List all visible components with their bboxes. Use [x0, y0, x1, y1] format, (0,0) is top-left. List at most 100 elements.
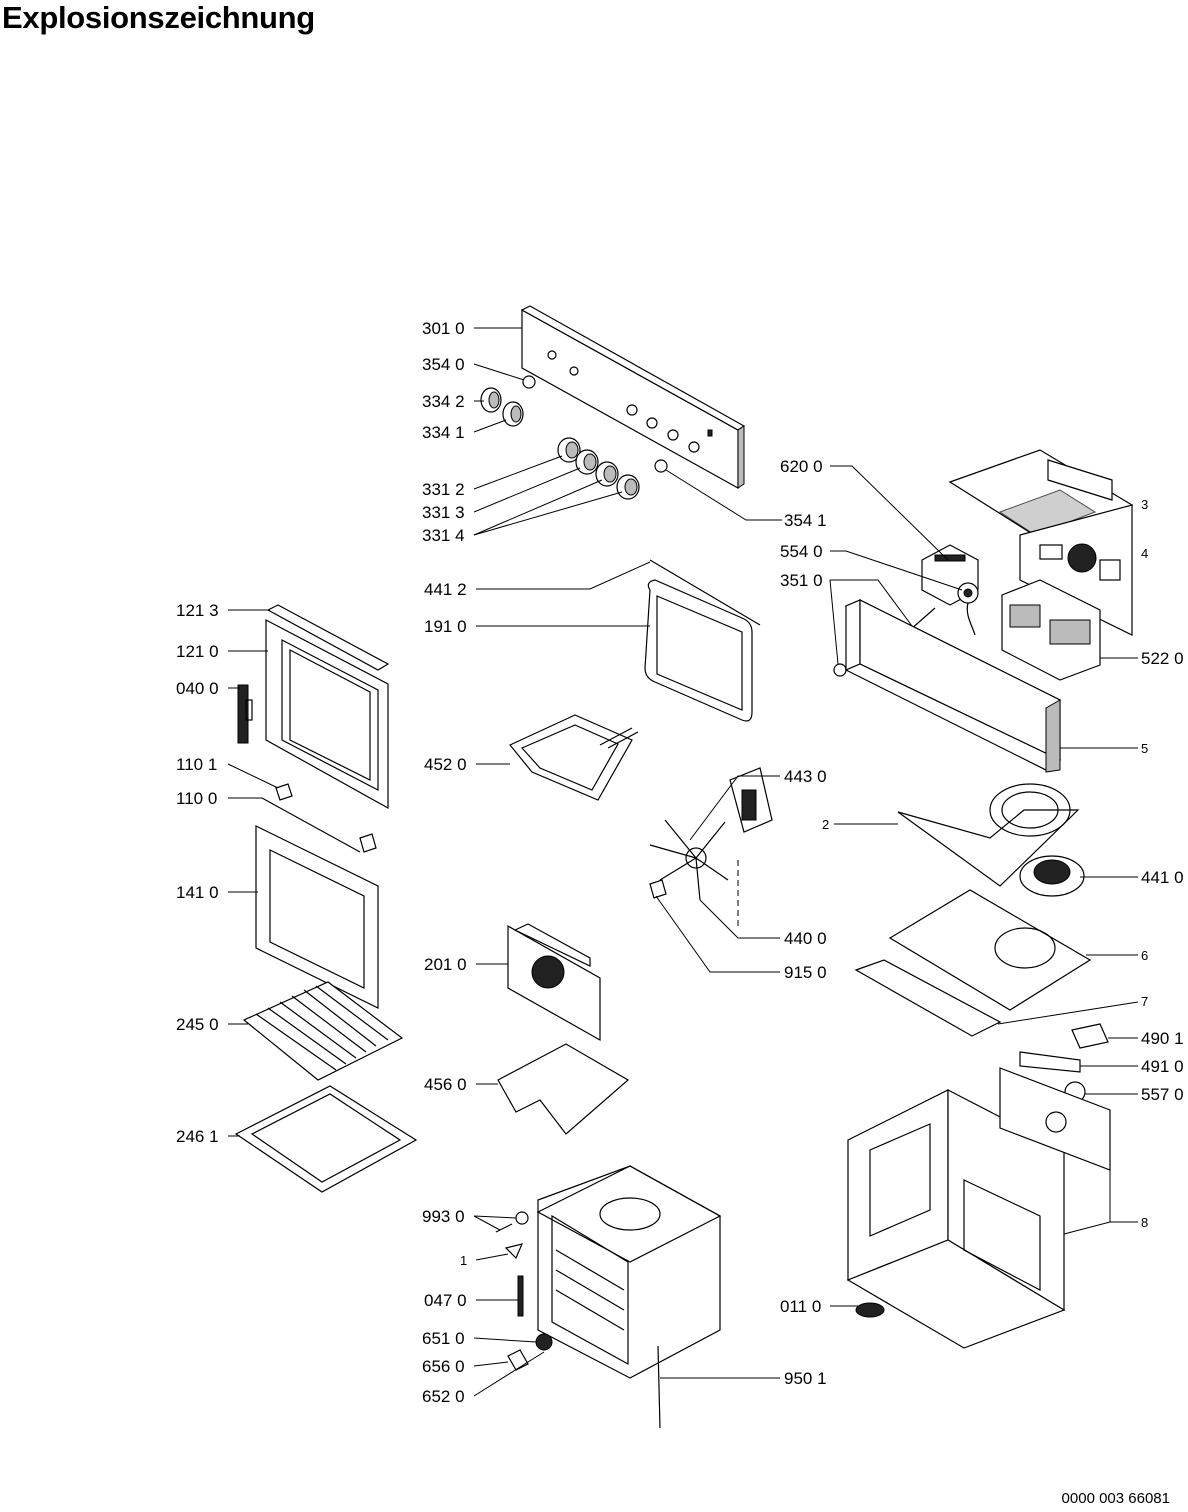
oven-cavity: [536, 1165, 722, 1379]
terminal-block-491-0: [1019, 1051, 1081, 1073]
screw-993-0: [495, 1211, 529, 1233]
leader-354-0: [473, 363, 525, 381]
leader-656-0: [473, 1361, 509, 1367]
callout-1: 1: [460, 1253, 467, 1268]
callout-8: 8: [1141, 1215, 1148, 1230]
callout-620-0: 620 0: [780, 457, 823, 476]
fan-blade-440-0: [649, 819, 729, 901]
leader-993-0b: [473, 1215, 501, 1231]
callout-331-2: 331 2: [422, 480, 465, 499]
clip-1: [504, 1243, 524, 1260]
door-handle-121-3: [266, 604, 390, 671]
callout-191-0: 191 0: [424, 617, 467, 636]
baking-tray-246-1: [234, 1085, 418, 1193]
callout-950-1: 950 1: [784, 1369, 827, 1388]
door-seal-191-0: [644, 579, 753, 722]
front-frame-5: [844, 599, 1062, 773]
callout-490-1: 490 1: [1141, 1029, 1184, 1048]
leader-331-3: [473, 467, 581, 513]
grid-shelf-245-0: [242, 981, 404, 1081]
callout-441-0: 441 0: [1141, 868, 1184, 887]
callout-334-1: 334 1: [422, 423, 465, 442]
callout-040-0: 040 0: [176, 679, 219, 698]
callout-331-4: 331 4: [422, 526, 465, 545]
hinge-040-0: [237, 684, 253, 744]
callout-651-0: 651 0: [422, 1329, 465, 1348]
callout-3: 3: [1141, 497, 1148, 512]
leader-441-2: [476, 561, 651, 590]
callout-047-0: 047 0: [424, 1291, 467, 1310]
leader-331-2: [473, 455, 563, 490]
callout-301-0: 301 0: [422, 319, 465, 338]
callout-452-0: 452 0: [424, 755, 467, 774]
callout-2: 2: [822, 817, 829, 832]
bottom-plate-7: [854, 959, 1002, 1037]
callout-331-3: 331 3: [422, 503, 465, 522]
callout-554-0: 554 0: [780, 542, 823, 561]
foot-011-0: [855, 1302, 885, 1318]
leader-620-0: [830, 465, 949, 561]
leader-334-1: [473, 419, 507, 433]
connector-490-1: [1071, 1023, 1109, 1049]
nut-915-0: [649, 879, 667, 899]
control-panel-front: [520, 305, 746, 490]
leader-651-0: [473, 1337, 537, 1343]
knob-334-2: [480, 387, 502, 413]
page-title: Explosionszeichnung: [2, 0, 315, 35]
thermostat-554-0: [957, 582, 979, 636]
indicator-lamp-354-1: [654, 459, 668, 473]
leader-8: [1063, 1221, 1138, 1235]
knob-334-1: [502, 401, 524, 427]
leader-331-4a: [473, 479, 603, 536]
lamp-cover-656-0: [507, 1349, 529, 1371]
callout-246-1: 246 1: [176, 1127, 219, 1146]
leader-915-0: [655, 895, 780, 973]
callout-351-0: 351 0: [780, 571, 823, 590]
leader-354-1: [665, 469, 782, 521]
callout-522-0: 522 0: [1141, 649, 1184, 668]
housing-8: [846, 1067, 1111, 1349]
document-number: 0000 003 66081: [1061, 1490, 1170, 1507]
leader-110-1: [227, 763, 279, 789]
knob-331-4a: [595, 461, 619, 487]
rail-110-0: [261, 797, 377, 853]
callout-201-0: 201 0: [424, 955, 467, 974]
grill-element-452-0: [509, 714, 639, 801]
callout-441-2: 441 2: [424, 580, 467, 599]
lower-element-456-0: [497, 1043, 630, 1135]
leader-351-0b: [829, 579, 839, 665]
leader-331-4b: [473, 491, 623, 536]
callout-4: 4: [1141, 546, 1148, 561]
callout-6: 6: [1141, 948, 1148, 963]
leader-652-0: [473, 1351, 545, 1397]
callout-652-0: 652 0: [422, 1387, 465, 1406]
callout-141-0: 141 0: [176, 883, 219, 902]
callout-491-0: 491 0: [1141, 1057, 1184, 1076]
callout-557-0: 557 0: [1141, 1085, 1184, 1104]
leader-1: [475, 1253, 509, 1261]
inner-glass-141-0: [255, 825, 379, 1009]
callout-440-0: 440 0: [784, 929, 827, 948]
callout-110-1: 110 1: [176, 755, 217, 774]
callout-7: 7: [1141, 994, 1148, 1009]
callout-656-0: 656 0: [422, 1357, 465, 1376]
callout-5: 5: [1141, 741, 1148, 756]
top-cover-assembly: [948, 449, 1134, 636]
callout-915-0: 915 0: [784, 963, 827, 982]
callout-334-2: 334 2: [422, 392, 465, 411]
knob-331-3: [575, 449, 599, 475]
rod-351-0: [833, 607, 936, 677]
callout-443-0: 443 0: [784, 767, 827, 786]
callout-993-0: 993 0: [422, 1207, 465, 1226]
gasket-441-2: [649, 559, 761, 626]
fan-housing-441-0: [1019, 855, 1085, 897]
indicator-lamp-354-0: [522, 375, 536, 389]
callout-121-3: 121 3: [176, 601, 219, 620]
hinge-part-110-1: [275, 783, 293, 801]
leader-554-0: [830, 550, 963, 591]
knob-331-2: [557, 437, 581, 463]
callout-354-0: 354 0: [422, 355, 465, 374]
leader-351-0: [830, 579, 913, 627]
door-outer-121-0: [265, 619, 389, 810]
rail-047-0: [517, 1275, 524, 1317]
